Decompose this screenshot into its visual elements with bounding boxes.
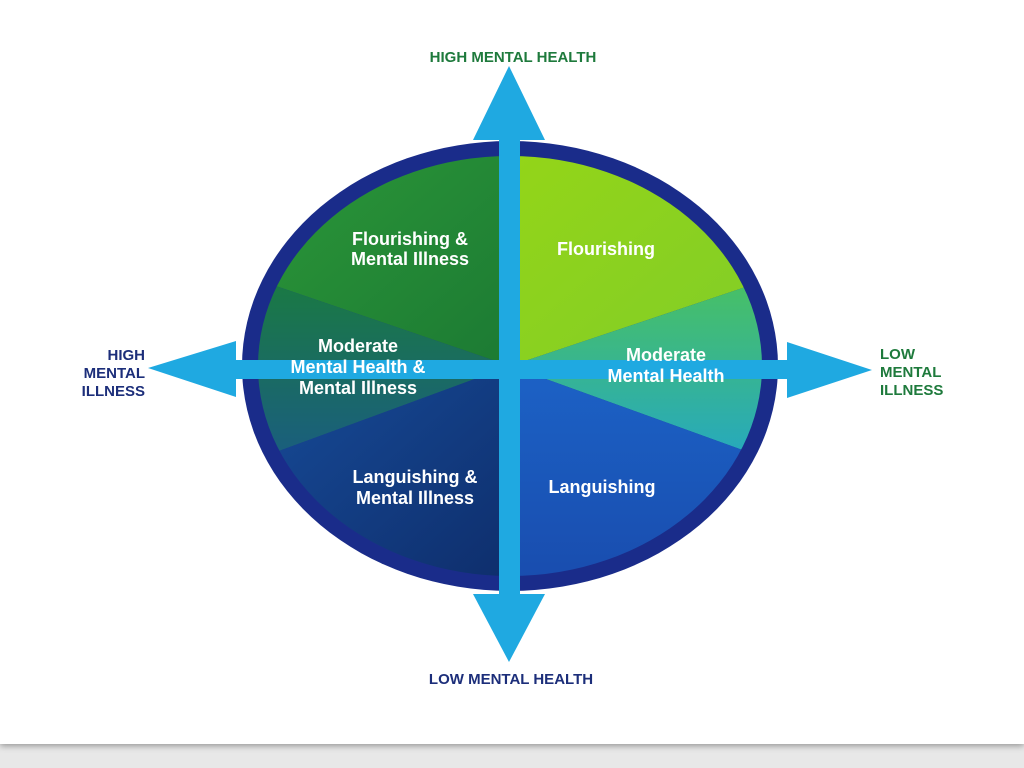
axis-arrows: [148, 66, 872, 662]
label-moderate-mental-health: Moderate Mental Health: [607, 345, 724, 386]
axis-label-left-line: HIGH: [108, 347, 146, 364]
axis-label-left: HIGH MENTAL ILLNESS: [82, 347, 145, 400]
quad-label-line: Mental Health &: [290, 357, 425, 377]
arrow-down-icon: [473, 594, 545, 662]
quad-label-line: Moderate: [318, 336, 398, 356]
label-moderate-mental-health-mental-illness: Moderate Mental Health & Mental Illness: [290, 336, 425, 398]
axis-label-left-line: MENTAL: [84, 365, 145, 382]
axis-label-right-line: LOW: [880, 346, 916, 363]
mental-health-continuum-diagram: HIGH MENTAL HEALTH LOW MENTAL HEALTH HIG…: [82, 49, 944, 688]
quad-label-line: Flourishing: [557, 239, 655, 259]
quad-label-line: Mental Illness: [299, 378, 417, 398]
quad-label-line: Mental Illness: [351, 249, 469, 269]
axis-label-top: HIGH MENTAL HEALTH: [430, 49, 597, 66]
axis-label-left-line: ILLNESS: [82, 383, 145, 400]
horizontal-axis-bar: [200, 360, 820, 379]
axis-label-bottom: LOW MENTAL HEALTH: [429, 671, 593, 688]
quad-label-line: Mental Illness: [356, 488, 474, 508]
label-flourishing-mental-illness: Flourishing & Mental Illness: [351, 229, 469, 269]
label-flourishing: Flourishing: [557, 239, 655, 259]
axis-label-right: LOW MENTAL ILLNESS: [880, 346, 943, 399]
quad-label-line: Moderate: [626, 345, 706, 365]
quad-label-line: Languishing &: [353, 467, 478, 487]
arrow-left-icon: [148, 341, 236, 397]
quad-label-line: Flourishing &: [352, 229, 468, 249]
quad-label-line: Mental Health: [607, 366, 724, 386]
label-languishing: Languishing: [549, 477, 656, 497]
axis-label-right-line: ILLNESS: [880, 382, 943, 399]
axis-label-right-line: MENTAL: [880, 364, 941, 381]
arrow-up-icon: [473, 66, 545, 140]
page: HIGH MENTAL HEALTH LOW MENTAL HEALTH HIG…: [0, 0, 1024, 744]
label-languishing-mental-illness: Languishing & Mental Illness: [353, 467, 478, 508]
arrow-right-icon: [787, 342, 872, 398]
quad-label-line: Languishing: [549, 477, 656, 497]
